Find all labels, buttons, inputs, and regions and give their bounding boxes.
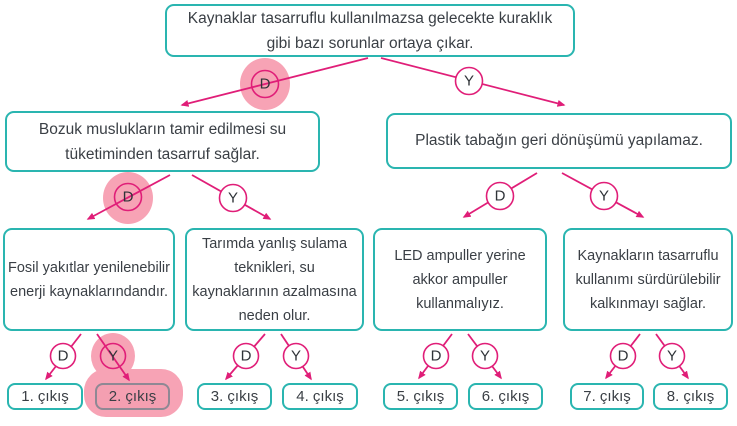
branch-label-l3-4-y: Y xyxy=(666,347,678,365)
branch-label-l3-4-d: D xyxy=(617,347,629,365)
branch-label-l2right-y: Y xyxy=(598,187,610,205)
branch-label-l1-d: D xyxy=(259,75,271,93)
node-l2-right: Plastik tabağın geri dönüşümü yapılamaz. xyxy=(386,113,732,169)
branch-circle-l3-1-d xyxy=(49,342,77,370)
branch-circle-l1-y xyxy=(454,66,484,96)
exit-box-8: 8. çıkış xyxy=(653,383,728,410)
branch-circle-l2right-y xyxy=(589,181,619,211)
branch-circle-l3-2-d xyxy=(232,342,260,370)
branch-circles xyxy=(49,66,686,370)
branch-label-l3-2-y: Y xyxy=(290,347,302,365)
branch-circle-l2right-d xyxy=(485,181,515,211)
connector-l2left-d xyxy=(86,174,171,220)
node-l3-4: Kaynakların tasarruflu kullanımı sürdürü… xyxy=(563,228,733,331)
branch-circle-l3-4-y xyxy=(658,342,686,370)
branch-circle-l3-3-d xyxy=(422,342,450,370)
exit-box-2: 2. çıkış xyxy=(95,383,170,410)
exit-box-7: 7. çıkış xyxy=(570,383,644,410)
node-root: Kaynaklar tasarruflu kullanılmazsa gelec… xyxy=(165,4,575,57)
branch-label-l3-1-d: D xyxy=(57,347,69,365)
branch-label-l3-2-d: D xyxy=(240,347,252,365)
exit-box-6: 6. çıkış xyxy=(468,383,543,410)
branch-label-l1-y: Y xyxy=(463,72,475,90)
branch-label-l2right-d: D xyxy=(494,187,506,205)
exit-box-3: 3. çıkış xyxy=(197,383,272,410)
branch-circle-l2left-d xyxy=(113,182,143,212)
exit-box-4: 4. çıkış xyxy=(282,383,358,410)
branch-circle-l1-d xyxy=(250,69,280,99)
branch-label-l3-3-y: Y xyxy=(479,347,491,365)
connector-l3-1-y xyxy=(96,333,130,382)
node-l3-1: Fosil yakıtlar yenilenebilir enerji kayn… xyxy=(3,228,175,331)
branch-circle-l3-1-y xyxy=(99,342,127,370)
branch-label-l3-1-y: Y xyxy=(107,347,119,365)
connector-root-d xyxy=(180,57,369,107)
branch-label-l2left-y: Y xyxy=(227,189,239,207)
branch-label-l3-3-d: D xyxy=(430,347,442,365)
branch-circle-l3-2-y xyxy=(282,342,310,370)
branch-label-l2left-d: D xyxy=(122,188,134,206)
branch-circle-l3-4-d xyxy=(609,342,637,370)
node-l3-2: Tarımda yanlış sulama teknikleri, su kay… xyxy=(185,228,364,331)
node-l3-3: LED ampuller yerine akkor ampuller kulla… xyxy=(373,228,547,331)
node-l2-left: Bozuk muslukların tamir edilmesi su tüke… xyxy=(5,111,320,172)
exit-box-5: 5. çıkış xyxy=(383,383,458,410)
exit-box-1: 1. çıkış xyxy=(7,383,83,410)
branch-circle-l2left-y xyxy=(218,183,248,213)
branch-circle-l3-3-y xyxy=(471,342,499,370)
